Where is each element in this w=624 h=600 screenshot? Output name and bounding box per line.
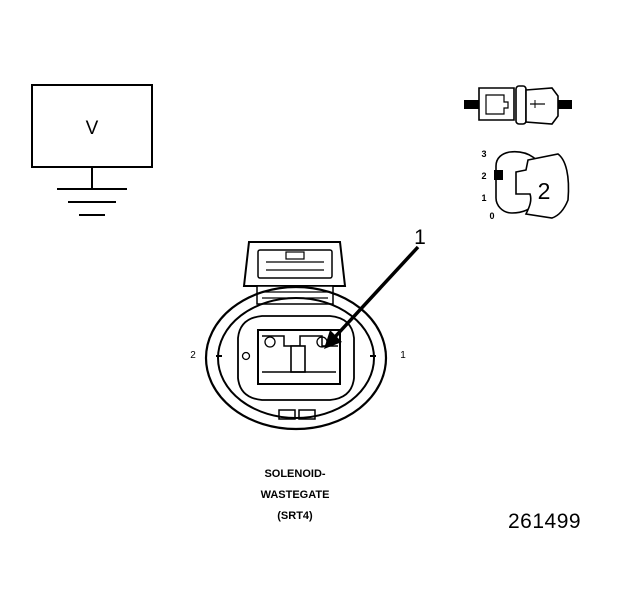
callout-number: 1 <box>414 226 426 249</box>
lock-position-key-icon: 3 2 1 0 2 <box>481 149 570 221</box>
connector-name-line2: WASTEGATE <box>260 489 330 501</box>
pin-label-right: 1 <box>400 350 406 361</box>
voltmeter-symbol: V <box>31 84 153 216</box>
pin-label-left: 2 <box>190 350 196 361</box>
key-scale-2: 2 <box>481 171 486 181</box>
key-scale-3: 3 <box>481 149 486 159</box>
connector-name-line1: SOLENOID- <box>264 468 326 480</box>
connector-side-view-icon <box>464 85 572 125</box>
key-scale-1: 1 <box>481 193 486 203</box>
connector-name-line3: (SRT4) <box>277 510 313 522</box>
key-position-label: 2 <box>538 178 551 204</box>
voltmeter-label: V <box>86 118 99 139</box>
figure-number: 261499 <box>508 510 582 533</box>
key-scale-0: 0 <box>489 211 494 221</box>
connector-face-view <box>204 241 420 431</box>
